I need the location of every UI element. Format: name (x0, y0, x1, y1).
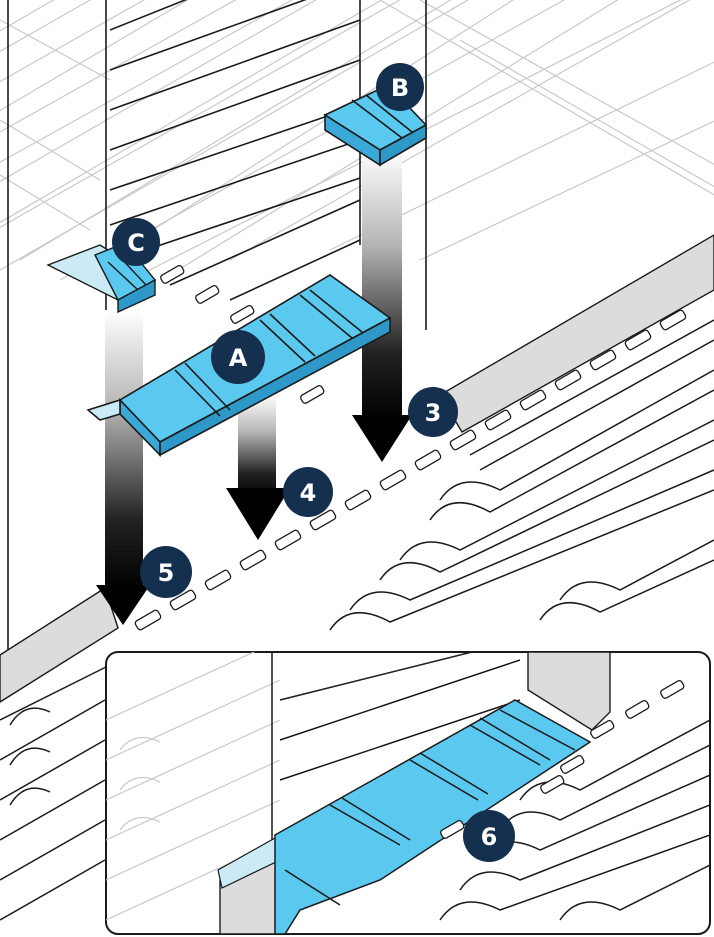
badge-step-6: 6 (463, 810, 515, 862)
badge-step-5: 5 (140, 546, 192, 598)
right-wall (440, 235, 714, 432)
badge-step-3: 3 (408, 387, 458, 437)
badge-step-4-label: 4 (300, 479, 317, 507)
badge-step-3-label: 3 (425, 399, 442, 427)
inset-panel (106, 640, 710, 934)
badge-b: B (376, 63, 424, 111)
badge-step-6-label: 6 (481, 823, 498, 851)
badge-step-5-label: 5 (158, 559, 175, 587)
left-wall (0, 588, 118, 702)
arrow-step-4 (226, 395, 290, 540)
badge-c-label: C (127, 229, 145, 257)
badge-a-label: A (229, 344, 248, 372)
badge-b-label: B (391, 74, 409, 102)
badge-step-4: 4 (283, 467, 333, 517)
badge-c: C (112, 218, 160, 266)
badge-a: A (211, 330, 265, 384)
